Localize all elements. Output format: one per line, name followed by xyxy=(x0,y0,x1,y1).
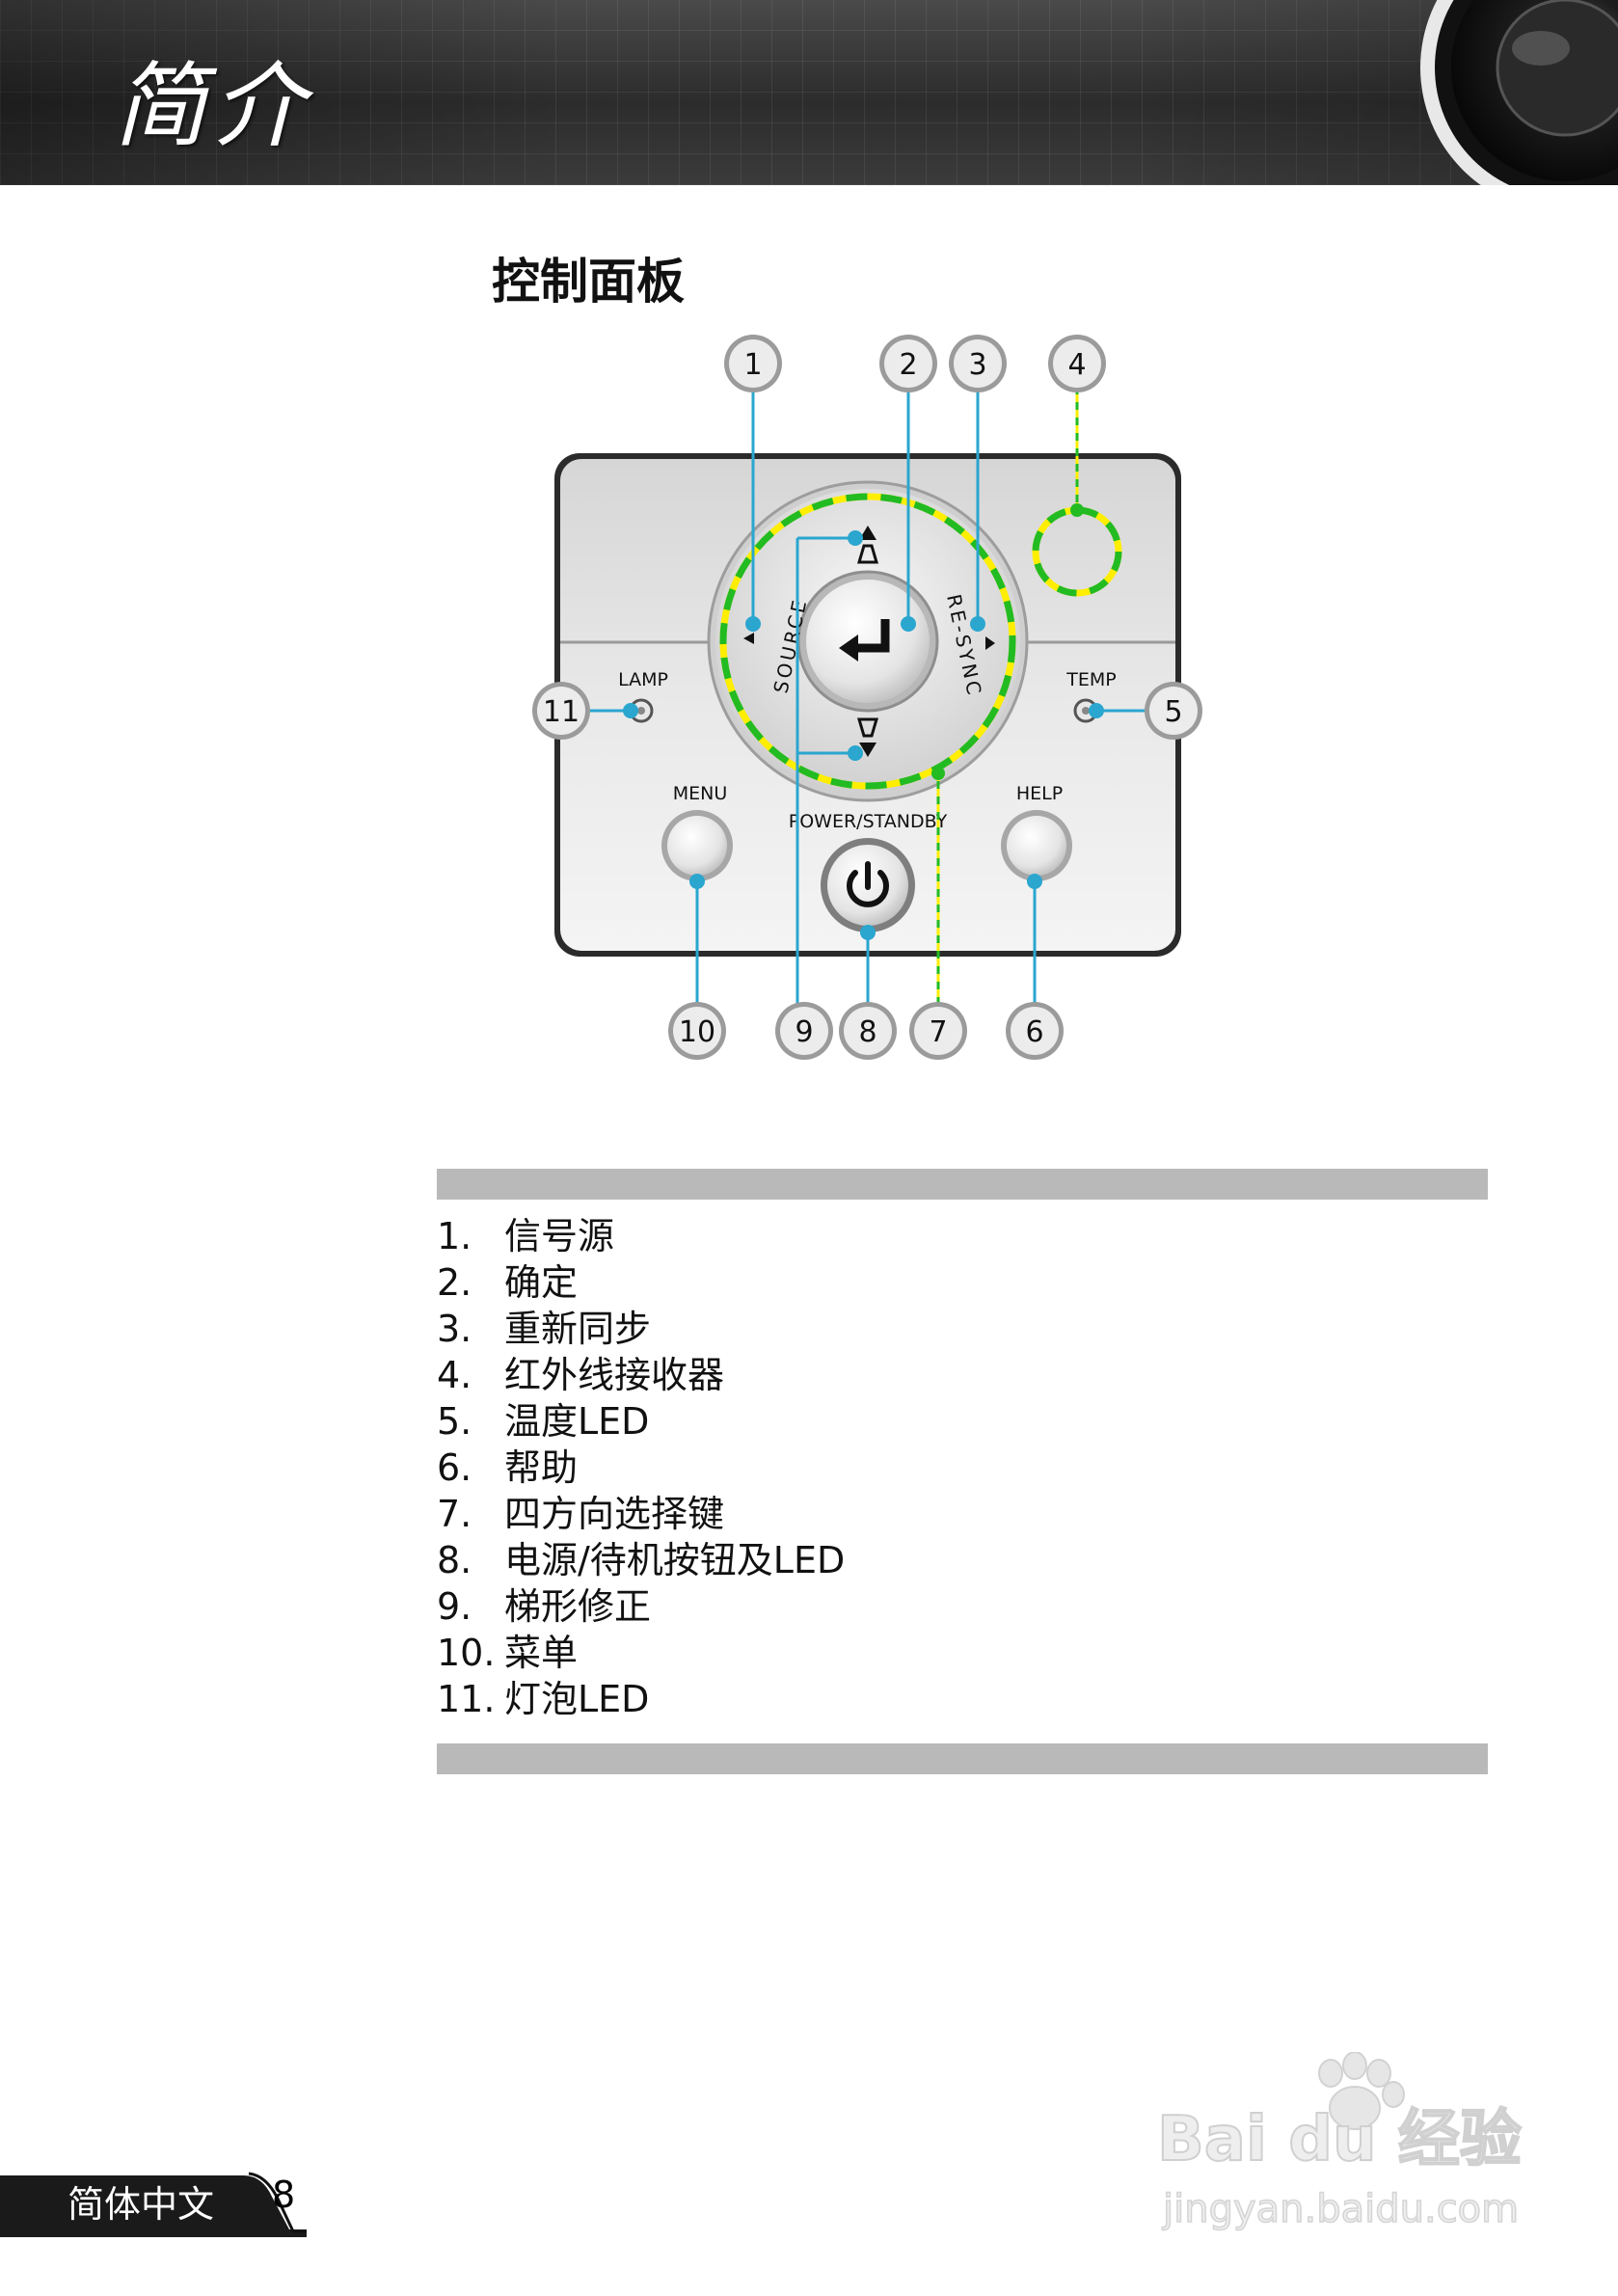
header-grid-pattern xyxy=(0,0,1618,185)
legend-item: 3.重新同步 xyxy=(437,1308,652,1350)
footer-tab xyxy=(0,2172,307,2237)
callout-11: 11 xyxy=(532,682,590,740)
menu-button[interactable] xyxy=(661,810,733,881)
leader-dots xyxy=(623,530,1104,940)
svg-text:7: 7 xyxy=(929,1015,947,1049)
page-header: 简介 xyxy=(0,0,1618,185)
legend-list: 1.信号源 2.确定 3.重新同步 4.红外线接收器 5.温度LED 6.帮助 … xyxy=(437,1213,1488,1722)
projector-lens-icon xyxy=(1420,0,1618,185)
temp-label: TEMP xyxy=(1065,669,1116,690)
help-label: HELP xyxy=(1016,783,1063,804)
watermark-url: jingyan.baidu.com xyxy=(1162,2187,1519,2231)
footer-language: 简体中文 xyxy=(67,2183,215,2226)
legend-item: 10.菜单 xyxy=(437,1632,579,1674)
section-title: 控制面板 xyxy=(492,254,685,310)
svg-text:6: 6 xyxy=(1025,1015,1043,1049)
lamp-label: LAMP xyxy=(618,669,668,690)
legend-item: 7.四方向选择键 xyxy=(437,1493,725,1535)
legend-top-bar xyxy=(437,1169,1488,1200)
legend-item: 5.温度LED xyxy=(437,1400,650,1443)
svg-text:9: 9 xyxy=(795,1015,813,1049)
callout-3: 3 xyxy=(949,335,1007,392)
baidu-watermark: Bai du 经验 jingyan.baidu.com xyxy=(1156,2052,1523,2232)
svg-text:11: 11 xyxy=(543,695,580,729)
power-button[interactable] xyxy=(821,838,915,932)
callout-6: 6 xyxy=(1006,1002,1064,1060)
legend-item: 2.确定 xyxy=(437,1261,579,1304)
callout-8: 8 xyxy=(839,1002,897,1060)
callout-5: 5 xyxy=(1145,682,1202,740)
callout-7: 7 xyxy=(909,1002,967,1060)
svg-text:4: 4 xyxy=(1067,348,1086,382)
direction-ring xyxy=(707,480,1029,802)
chapter-title: 简介 xyxy=(114,52,310,160)
callout-1: 1 xyxy=(724,335,782,392)
svg-text:8: 8 xyxy=(858,1015,876,1049)
legend-item: 8.电源/待机按钮及LED xyxy=(437,1539,846,1581)
power-label: POWER/STANDBY xyxy=(789,811,948,832)
power-icon xyxy=(847,861,889,907)
leader-lines xyxy=(590,364,1145,1024)
help-button[interactable] xyxy=(1001,810,1072,881)
legend-item: 6.帮助 xyxy=(437,1446,579,1489)
enter-icon[interactable] xyxy=(839,619,890,662)
watermark-brand: Bai du 经验 xyxy=(1157,2104,1522,2175)
svg-text:1: 1 xyxy=(743,348,762,382)
legend-item: 1.信号源 xyxy=(437,1215,615,1257)
callout-4: 4 xyxy=(1048,335,1106,392)
svg-text:3: 3 xyxy=(968,348,986,382)
legend-item: 9.梯形修正 xyxy=(437,1585,652,1628)
callout-10: 10 xyxy=(668,1002,726,1060)
paw-icon xyxy=(1318,2052,1405,2130)
svg-text:5: 5 xyxy=(1164,695,1182,729)
menu-label: MENU xyxy=(673,783,728,804)
legend-bottom-bar xyxy=(437,1743,1488,1774)
legend-item: 4.红外线接收器 xyxy=(437,1354,725,1396)
legend-item: 11.灯泡LED xyxy=(437,1678,650,1720)
keystone-up-icon[interactable] xyxy=(856,526,879,564)
control-panel-diagram: SOURCE RE-SYNC LAMP TEMP MENU HELP POWER… xyxy=(532,335,1202,1060)
svg-text:10: 10 xyxy=(679,1015,715,1049)
page-number: 8 xyxy=(272,2174,296,2216)
callout-2: 2 xyxy=(879,335,937,392)
callout-9: 9 xyxy=(775,1002,833,1060)
svg-text:2: 2 xyxy=(899,348,917,382)
keystone-down-icon[interactable] xyxy=(856,717,879,757)
